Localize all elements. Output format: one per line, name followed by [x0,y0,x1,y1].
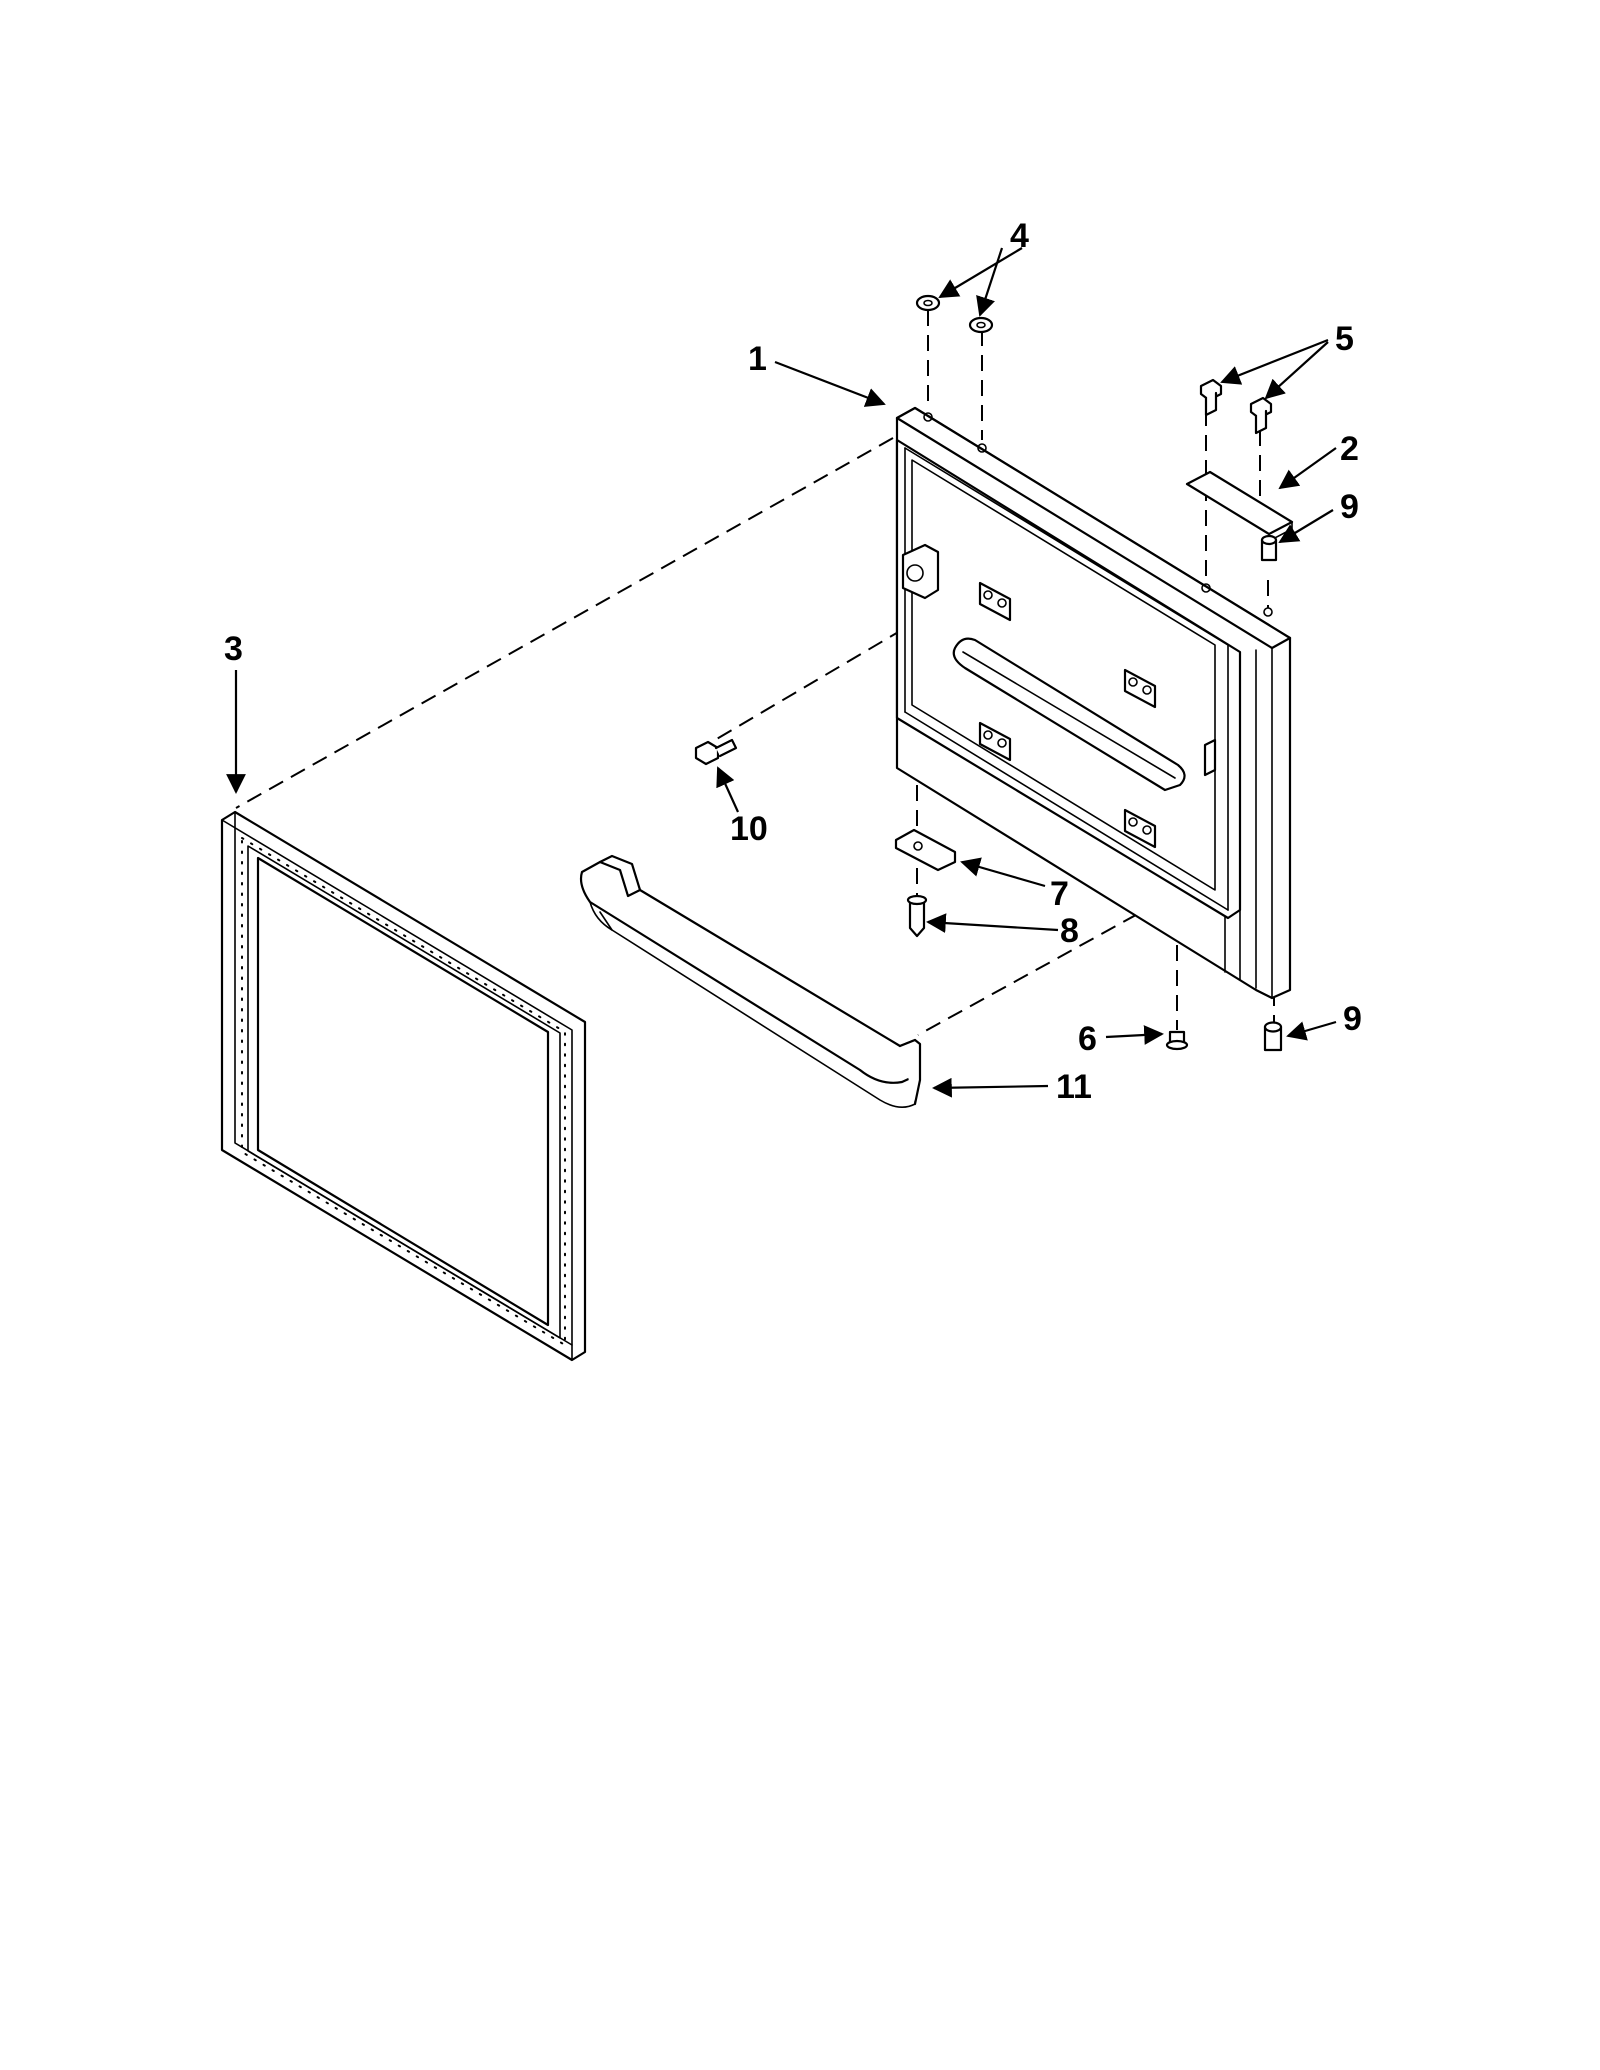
callout-7: 7 [1050,875,1069,913]
callout-4: 4 [1010,217,1029,255]
callout-2: 2 [1340,430,1359,468]
mounting-pads [978,581,1157,849]
bushing-parts [1260,534,1283,1052]
leader-arrows [226,247,1337,1098]
callout-labels: 1 2 3 4 5 6 7 8 9 9 10 11 [224,217,1362,1106]
callout-3: 3 [224,630,243,668]
callout-10: 10 [730,810,768,848]
callout-6: 6 [1078,1020,1097,1058]
callout-9-lower: 9 [1343,1000,1362,1038]
callout-1: 1 [748,340,767,378]
hinge-plate [1185,470,1294,542]
door-bracket [894,828,957,872]
shelf-screw [694,738,738,766]
door-shelf [579,854,922,1108]
callout-5: 5 [1335,320,1354,358]
bracket-screw [906,894,928,938]
door-plug [1165,1030,1189,1051]
callout-11: 11 [1056,1068,1092,1106]
door-gasket [220,810,587,1362]
callout-9-upper: 9 [1340,488,1359,526]
washer-parts [915,294,994,334]
freezer-door [895,406,1292,1000]
callout-8: 8 [1060,912,1079,950]
hinge-screws [1199,378,1273,435]
